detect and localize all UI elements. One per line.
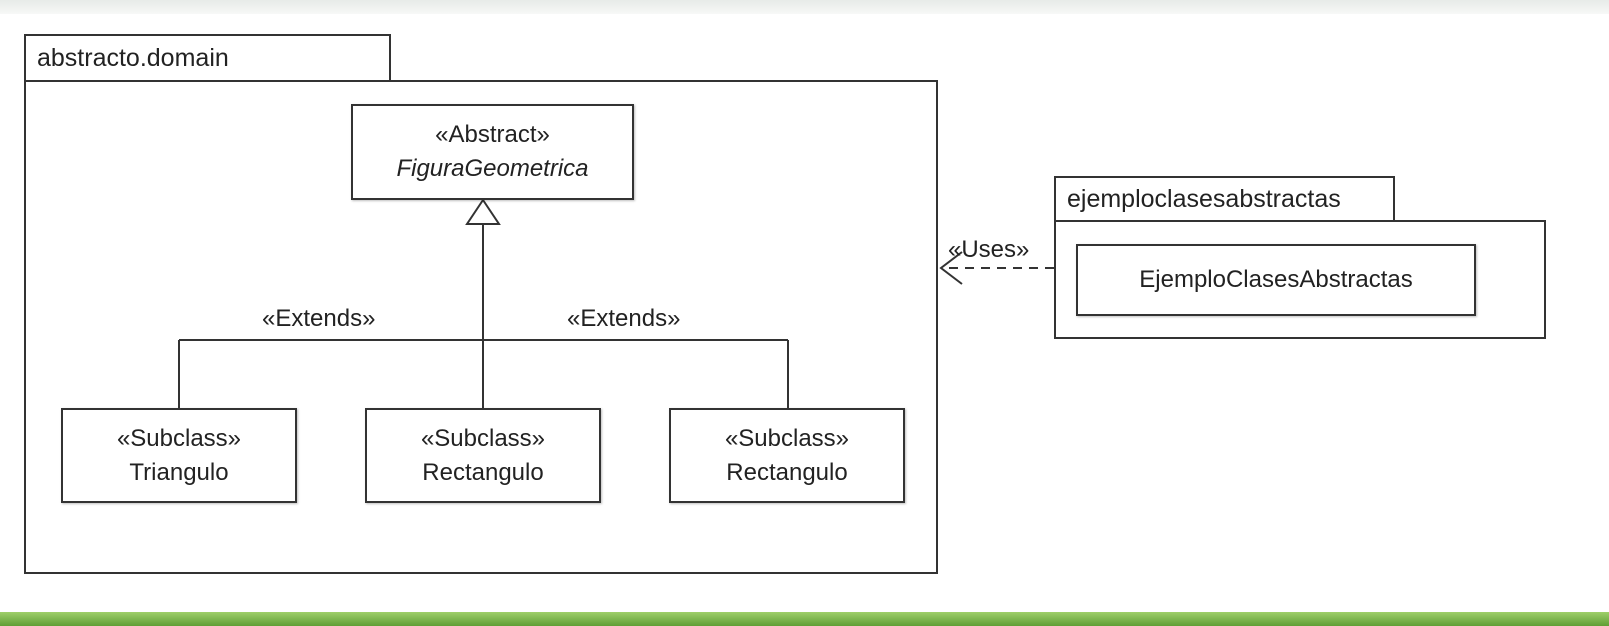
class-name: Rectangulo bbox=[422, 458, 544, 486]
class-rectangulo-2[interactable]: «Subclass» Rectangulo bbox=[669, 408, 905, 503]
class-figura-geometrica[interactable]: «Abstract» FiguraGeometrica bbox=[351, 104, 634, 200]
class-stereotype: «Subclass» bbox=[724, 424, 850, 452]
uses-arrowhead bbox=[939, 251, 963, 285]
class-stereotype: «Subclass» bbox=[116, 424, 242, 452]
class-name: Rectangulo bbox=[726, 458, 848, 486]
bottom-decor-band bbox=[0, 612, 1609, 626]
extends-label-right: «Extends» bbox=[567, 305, 681, 332]
class-ejemplo-clases-abstractas[interactable]: EjemploClasesAbstractas bbox=[1076, 244, 1476, 316]
package-name-ejemploclasesabstractas: ejemploclasesabstractas bbox=[1067, 185, 1341, 213]
class-stereotype: «Abstract» bbox=[435, 121, 550, 148]
uses-label: «Uses» bbox=[948, 236, 1030, 263]
extends-label-left: «Extends» bbox=[262, 305, 376, 332]
class-name: Triangulo bbox=[129, 458, 229, 486]
class-rectangulo-1[interactable]: «Subclass» Rectangulo bbox=[365, 408, 601, 503]
class-name: EjemploClasesAbstractas bbox=[1139, 266, 1413, 293]
generalization-triangle-icon bbox=[465, 198, 501, 225]
class-triangulo[interactable]: «Subclass» Triangulo bbox=[61, 408, 297, 503]
package-tab-ejemploclasesabstractas[interactable]: ejemploclasesabstractas bbox=[1054, 176, 1395, 222]
package-name-abstracto-domain: abstracto.domain bbox=[37, 44, 229, 72]
class-name: FiguraGeometrica bbox=[396, 155, 589, 182]
class-stereotype: «Subclass» bbox=[420, 424, 546, 452]
top-decor-band bbox=[0, 0, 1609, 14]
